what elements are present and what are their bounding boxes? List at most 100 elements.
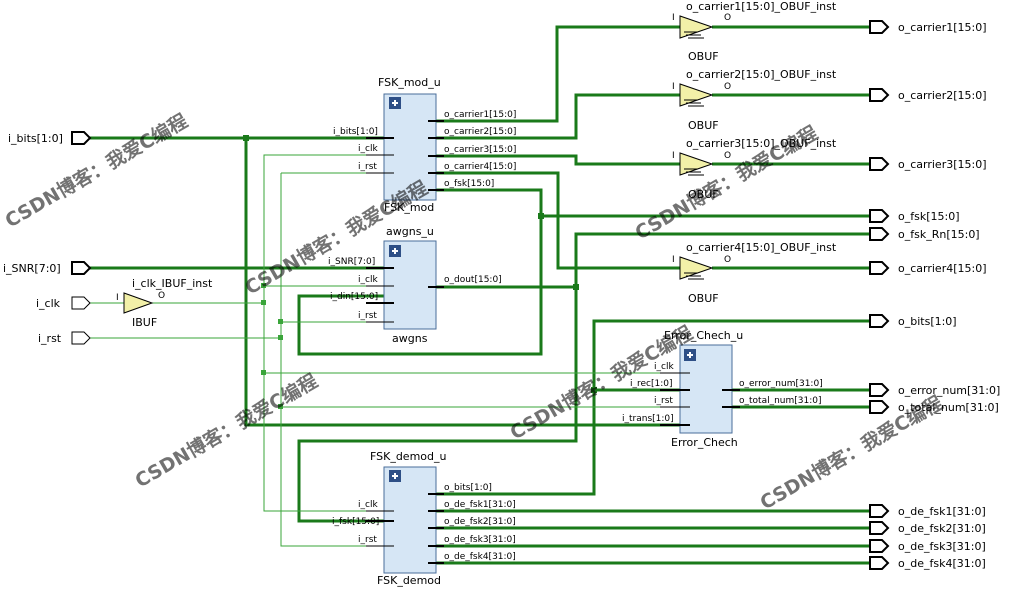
obuf-cell-4[interactable]: o_carrier4[15:0]_OBUF_inst I O OBUF <box>672 241 837 305</box>
block-body <box>383 240 437 330</box>
net-i-bits-trans[interactable] <box>244 138 687 427</box>
junction-dot <box>591 387 597 393</box>
output-port-o-de-fsk4[interactable]: o_de_fsk4[31:0] <box>869 556 986 570</box>
expand-icon[interactable] <box>389 245 401 257</box>
buffer-stripes-icon <box>684 168 704 176</box>
junction-dot <box>261 370 266 375</box>
port-arrow-icon <box>869 400 890 414</box>
obuf-pin-o: O <box>724 13 731 23</box>
obuf-pin-o: O <box>724 255 731 265</box>
obuf-pin-i: I <box>672 151 675 161</box>
net-carrier2[interactable] <box>428 93 680 140</box>
block-fsk-demod[interactable]: FSK_demod_u i_clk i_fsk[15:0] i_rst o_bi… <box>332 450 516 587</box>
pin-label: o_de_fsk4[31:0] <box>444 552 516 562</box>
input-port-i-rst[interactable]: i_rst <box>38 331 91 345</box>
port-label: o_fsk_Rn[15:0] <box>898 228 980 241</box>
output-port-o-carrier2[interactable]: o_carrier2[15:0] <box>869 88 987 102</box>
obuf-pin-i: I <box>672 13 675 23</box>
port-arrow-icon <box>869 521 890 535</box>
output-port-o-de-fsk3[interactable]: o_de_fsk3[31:0] <box>869 539 986 553</box>
expand-icon[interactable] <box>684 349 696 361</box>
plus-icon <box>392 473 398 479</box>
obuf-inst-label: o_carrier1[15:0]_OBUF_inst <box>686 0 837 13</box>
block-inst-label: FSK_demod_u <box>370 450 446 463</box>
pin-label: o_carrier1[15:0] <box>444 110 516 120</box>
port-label: o_de_fsk4[31:0] <box>898 557 986 570</box>
port-arrow-icon <box>869 261 890 275</box>
block-body <box>383 93 437 201</box>
output-port-o-carrier4[interactable]: o_carrier4[15:0] <box>869 261 987 275</box>
net-rst-trunk[interactable] <box>280 173 394 547</box>
junction-dot <box>243 135 249 141</box>
ibuf-inst-label: i_clk_IBUF_inst <box>132 277 213 290</box>
block-type-label: Error_Chech <box>671 436 738 449</box>
net-awgn-dout-rec[interactable] <box>297 287 578 523</box>
port-label: o_fsk[15:0] <box>898 210 960 223</box>
port-label: i_bits[1:0] <box>8 132 63 145</box>
output-port-o-error-num[interactable]: o_error_num[31:0] <box>869 383 1000 397</box>
pin-label: i_rec[1:0] <box>630 379 673 389</box>
output-port-o-fsk-rn[interactable]: o_fsk_Rn[15:0] <box>869 227 980 241</box>
output-port-o-de-fsk2[interactable]: o_de_fsk2[31:0] <box>869 521 986 535</box>
junction-dot <box>278 319 283 324</box>
pin-label: i_rst <box>358 311 377 321</box>
port-arrow-icon <box>869 88 890 102</box>
port-arrow-icon <box>869 556 890 570</box>
obuf-inst-label: o_carrier4[15:0]_OBUF_inst <box>686 241 837 254</box>
obuf-cell-1[interactable]: o_carrier1[15:0]_OBUF_inst I O OBUF <box>672 0 837 63</box>
port-arrow-icon <box>869 157 890 171</box>
port-arrow-icon <box>869 20 890 34</box>
net-carrier3[interactable] <box>428 154 680 166</box>
junction-dot <box>538 213 544 219</box>
block-type-label: FSK_mod <box>384 201 434 214</box>
block-fsk-mod[interactable]: FSK_mod_u i_bits[1:0] i_clk i_rst o_carr… <box>333 76 516 214</box>
port-label: o_bits[1:0] <box>898 315 957 328</box>
obuf-cell-3[interactable]: o_carrier3[15:0]_OBUF_inst I O OBUF <box>672 137 837 201</box>
obuf-pin-i: I <box>672 255 675 265</box>
watermark-text: CSDN博客：我爱C编程 <box>131 369 321 492</box>
watermark-text: CSDN博客：我爱C编程 <box>1 109 191 232</box>
obuf-cell-2[interactable]: o_carrier2[15:0]_OBUF_inst I O OBUF <box>672 68 837 132</box>
input-ports: i_bits[1:0] i_SNR[7:0] i_clk i_rst <box>3 131 92 345</box>
port-label: o_carrier3[15:0] <box>898 158 987 171</box>
pin-label: i_clk <box>654 362 674 372</box>
output-port-o-fsk[interactable]: o_fsk[15:0] <box>869 209 960 223</box>
junction-dot <box>278 335 283 340</box>
port-arrow-icon <box>71 261 92 275</box>
expand-icon[interactable] <box>389 97 401 109</box>
output-port-o-bits[interactable]: o_bits[1:0] <box>869 314 957 328</box>
output-port-o-carrier1[interactable]: o_carrier1[15:0] <box>869 20 987 34</box>
input-port-i-snr[interactable]: i_SNR[7:0] <box>3 261 92 275</box>
pin-label: i_din[15:0] <box>330 292 378 302</box>
obuf-type-label: OBUF <box>688 188 719 201</box>
port-arrow-icon <box>869 539 890 553</box>
plus-icon <box>392 100 398 106</box>
net-carrier4[interactable] <box>428 171 680 270</box>
net-awgn-dout[interactable] <box>428 232 870 289</box>
pin-label: i_SNR[7:0] <box>328 257 375 267</box>
pin-label: i_clk <box>358 144 378 154</box>
pin-label: o_de_fsk3[31:0] <box>444 535 516 545</box>
input-port-i-bits[interactable]: i_bits[1:0] <box>8 131 92 145</box>
output-port-o-carrier3[interactable]: o_carrier3[15:0] <box>869 157 987 171</box>
expand-icon[interactable] <box>389 470 401 482</box>
port-label: i_clk <box>36 297 61 310</box>
output-port-o-de-fsk1[interactable]: o_de_fsk1[31:0] <box>869 504 986 518</box>
input-port-i-clk[interactable]: i_clk <box>36 296 91 310</box>
output-port-o-total-num[interactable]: o_total_num[31:0] <box>869 400 999 414</box>
net-o-fsk[interactable] <box>297 188 543 356</box>
pin-label: o_carrier2[15:0] <box>444 127 516 137</box>
port-label: o_carrier1[15:0] <box>898 21 987 34</box>
pin-label: i_fsk[15:0] <box>332 517 379 527</box>
pin-label: o_de_fsk2[31:0] <box>444 517 516 527</box>
port-arrow-icon <box>71 331 91 345</box>
ibuf-cell[interactable]: i_clk_IBUF_inst I O IBUF <box>116 277 213 329</box>
port-arrow-icon <box>869 314 890 328</box>
net-carrier1[interactable] <box>428 25 680 123</box>
pin-label: i_rst <box>358 162 377 172</box>
block-awgns[interactable]: awgns_u i_SNR[7:0] i_clk i_din[15:0] i_r… <box>328 225 502 345</box>
obuf-type-label: OBUF <box>688 50 719 63</box>
net-i-clk[interactable] <box>152 154 394 304</box>
pin-label: o_dout[15:0] <box>444 275 502 285</box>
block-error-chech[interactable]: Error_Chech_u i_clk i_rec[1:0] i_rst i_t… <box>622 329 823 449</box>
